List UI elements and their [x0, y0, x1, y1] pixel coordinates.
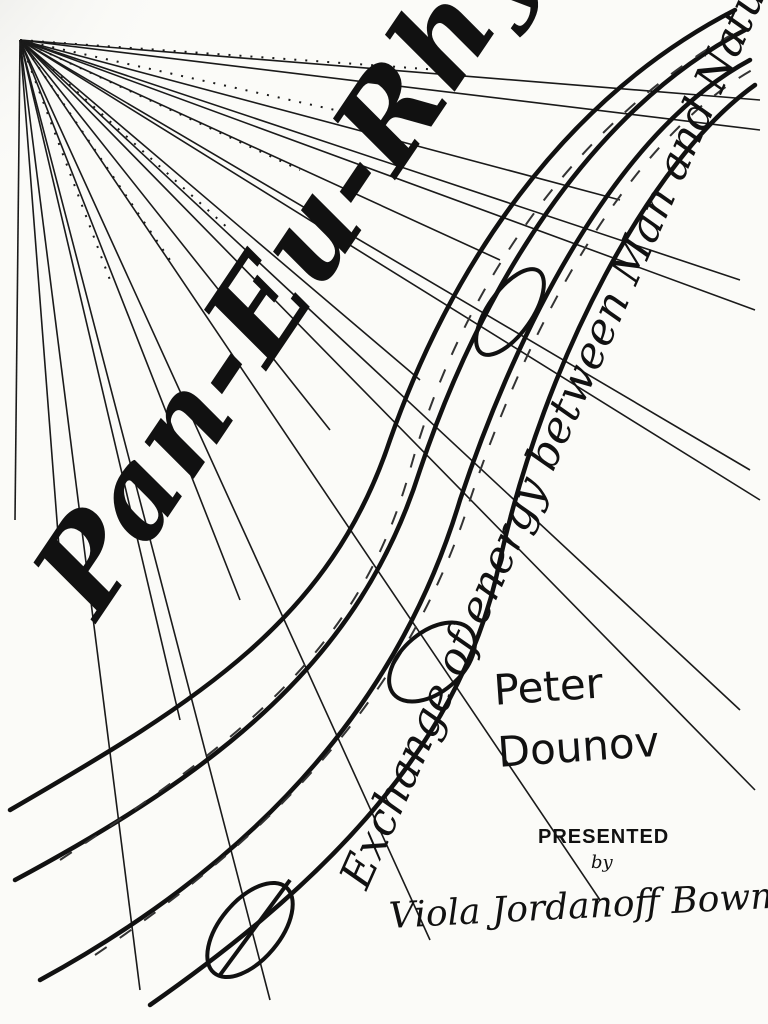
presented-label: PRESENTED [538, 826, 670, 848]
sun-rays-icon [14, 39, 761, 1001]
wavy-river-lines [7, 7, 758, 1008]
author-first-name: Peter [492, 658, 605, 715]
by-label: by [591, 852, 613, 873]
leaf-shape-icon [205, 267, 546, 980]
